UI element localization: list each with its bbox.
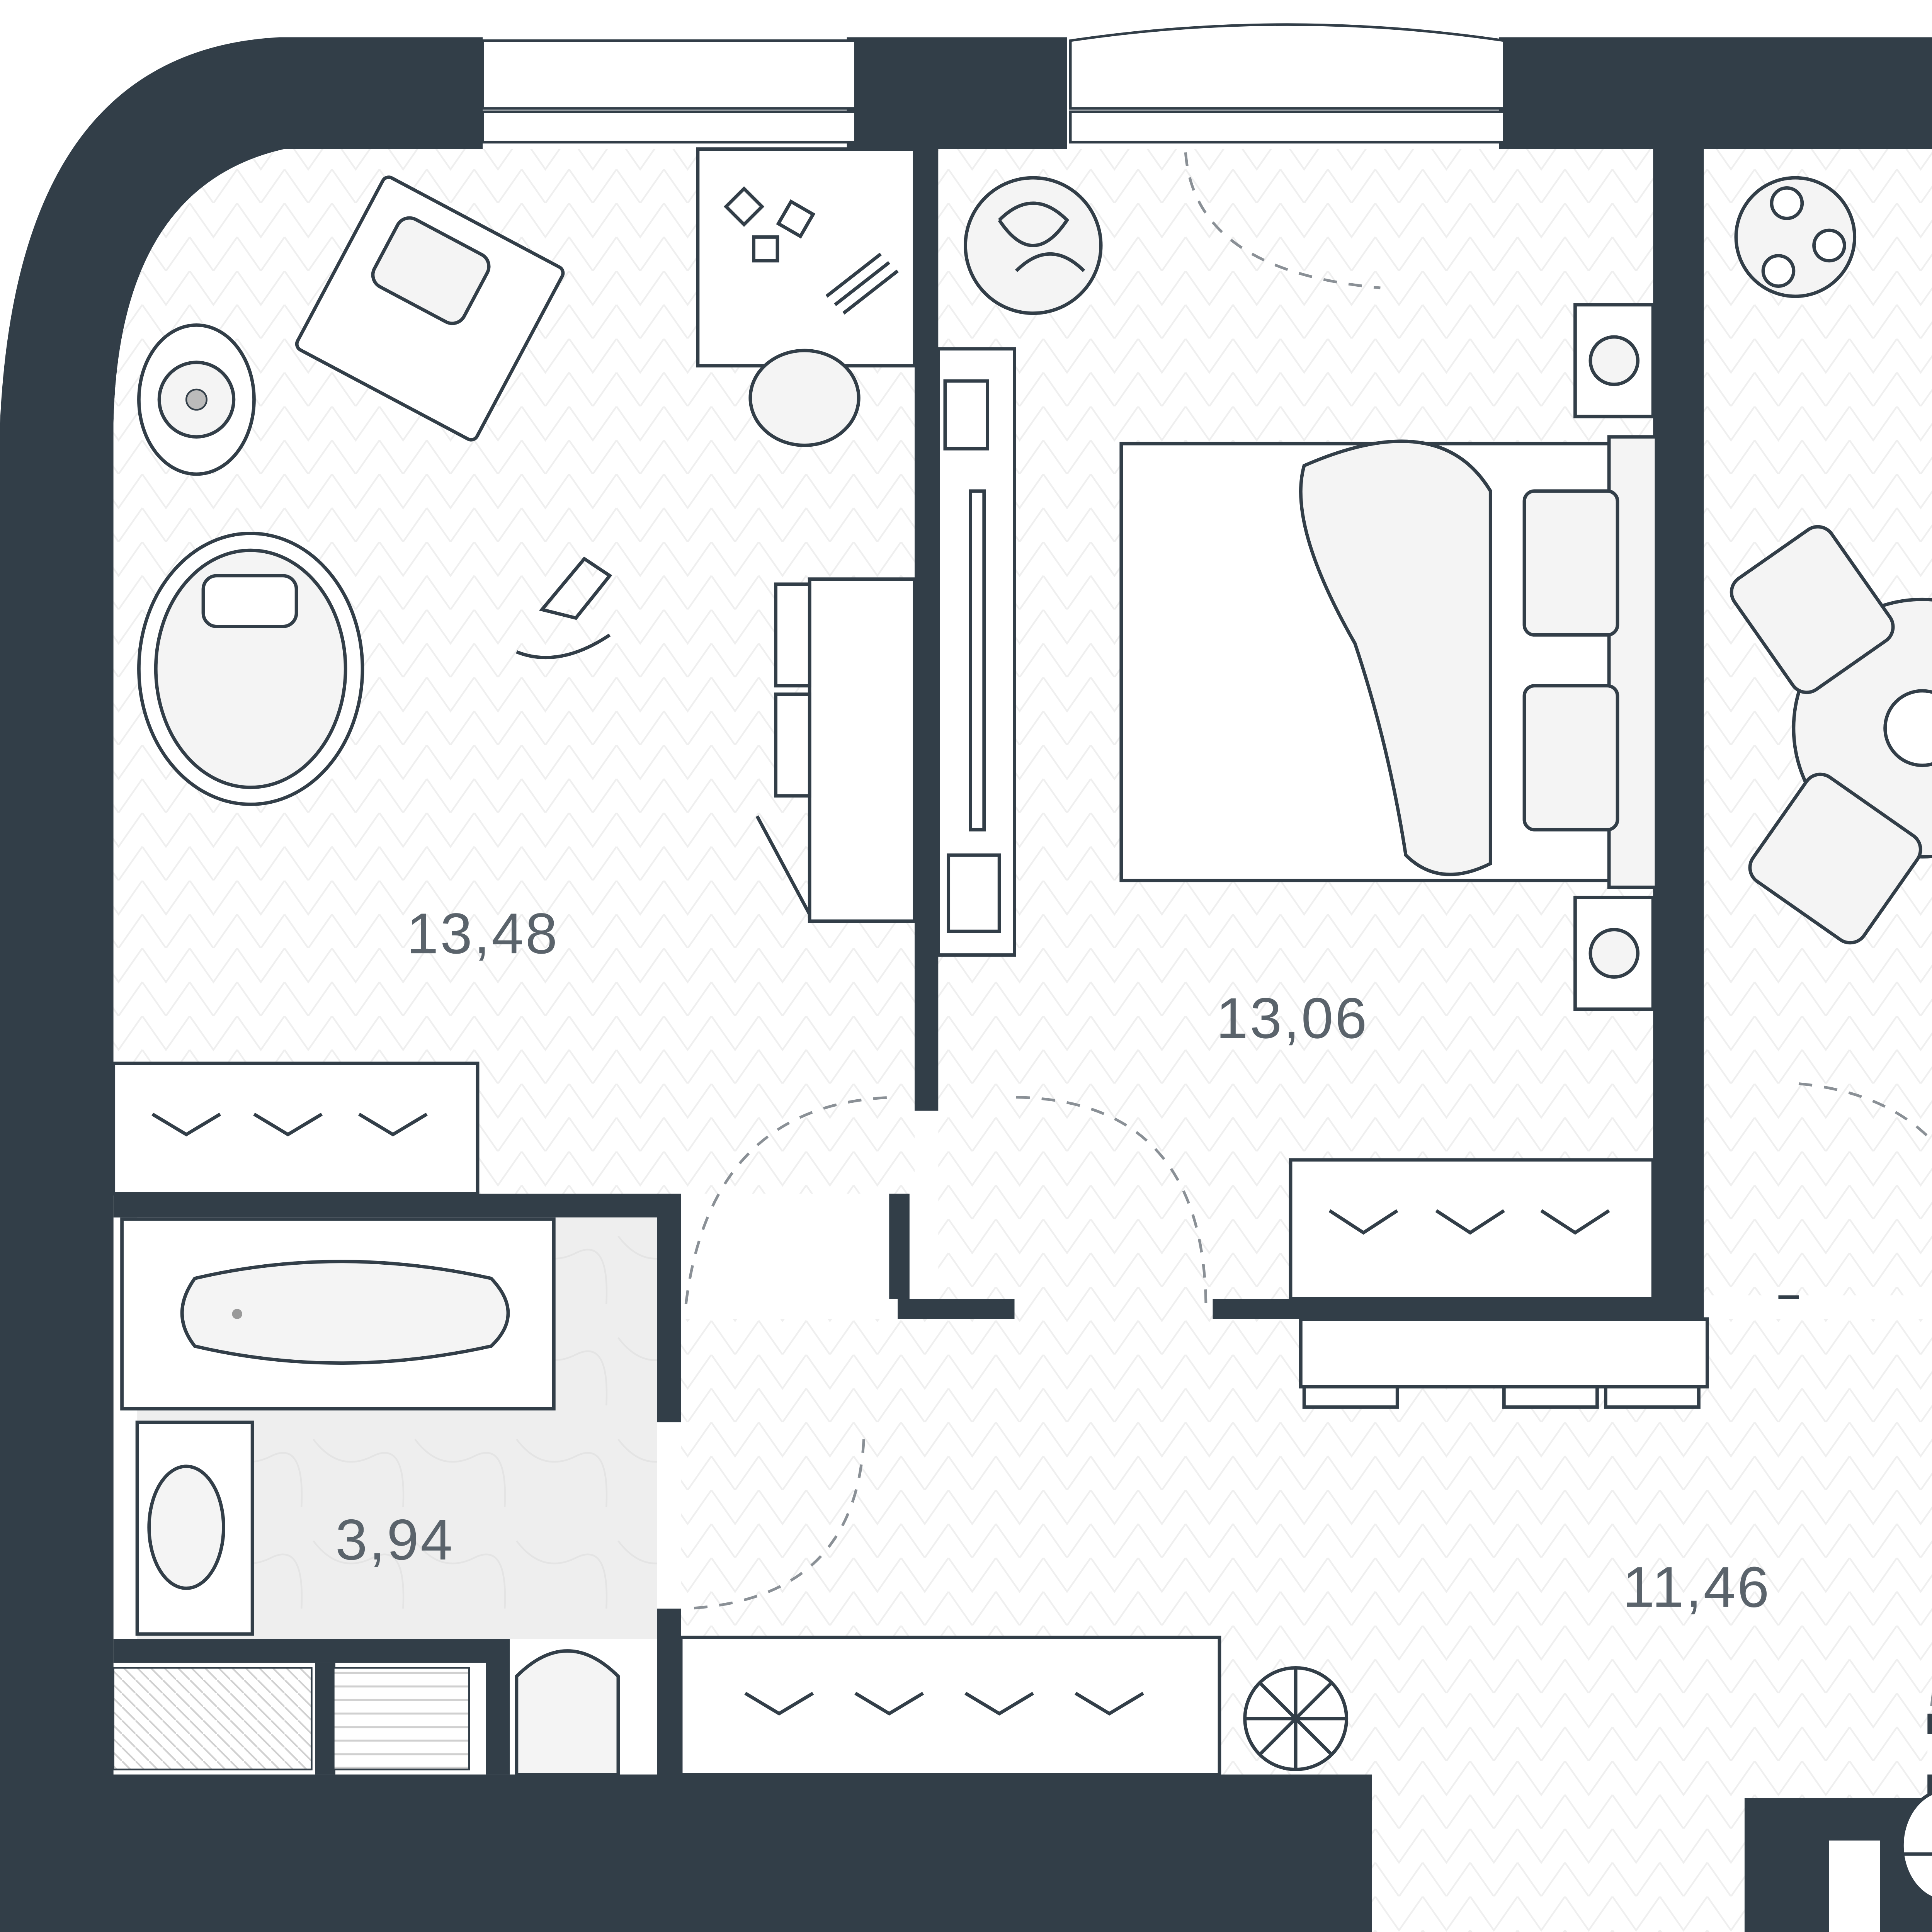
- room-area-kids-room: 13,48: [406, 901, 559, 966]
- crib-icon: [137, 531, 364, 806]
- changing-table-icon: [755, 577, 917, 923]
- room-area-bedroom: 13,06: [1216, 986, 1369, 1050]
- plant-icon: [964, 176, 1103, 315]
- boiler-icon: [1900, 1791, 1932, 1900]
- doors: [684, 152, 1932, 1714]
- door-icon: [1016, 1096, 1208, 1304]
- door-icon: [686, 1439, 865, 1610]
- rocking-horse-icon: [516, 556, 612, 660]
- room-area-hallway: 11,46: [1622, 1555, 1771, 1619]
- rug-icon: [137, 323, 256, 476]
- toy-blocks-icon: [723, 186, 816, 263]
- wardrobe-icon: [1289, 1158, 1655, 1301]
- wardrobe-icon: [679, 1636, 1221, 1776]
- nightstand-icon: [1573, 896, 1655, 1011]
- bathroom-1-furniture: [112, 1217, 620, 1776]
- window-icon: [481, 39, 857, 144]
- bathtub-icon: [120, 1217, 556, 1411]
- vent-icon: [112, 1667, 313, 1770]
- kids-room-furniture: [112, 147, 917, 1196]
- door-icon: [1184, 152, 1381, 289]
- kitchen-living-furniture: [1730, 176, 1932, 945]
- bed-icon: [1119, 435, 1658, 889]
- sink-icon: [135, 1420, 254, 1636]
- umbrella-icon: [1243, 1666, 1349, 1771]
- chair-icon: [1730, 525, 1895, 694]
- vent-icon: [333, 1667, 470, 1770]
- bedroom-furniture: [936, 176, 1658, 1301]
- hallway-furniture: [679, 1317, 1932, 1900]
- area-labels: 13,48 13,06 16,44 11,46 3,94 3,49: [335, 901, 1771, 1619]
- desk-icon: [696, 147, 917, 447]
- chair-icon: [1748, 772, 1922, 945]
- window-icon: [1069, 23, 1505, 144]
- door-icon: [684, 1096, 898, 1304]
- windows: [481, 23, 1505, 144]
- tv-icon: [936, 347, 1016, 957]
- shoe-cabinet-icon: [1299, 1317, 1709, 1409]
- wardrobe-icon: [112, 1061, 480, 1196]
- room-area-bathroom-1: 3,94: [335, 1507, 454, 1572]
- armchair-icon: [295, 175, 565, 442]
- toilet-icon: [515, 1649, 620, 1776]
- nightstand-icon: [1573, 303, 1655, 418]
- flower-icon: [1734, 176, 1857, 298]
- walls: [0, 37, 1932, 1932]
